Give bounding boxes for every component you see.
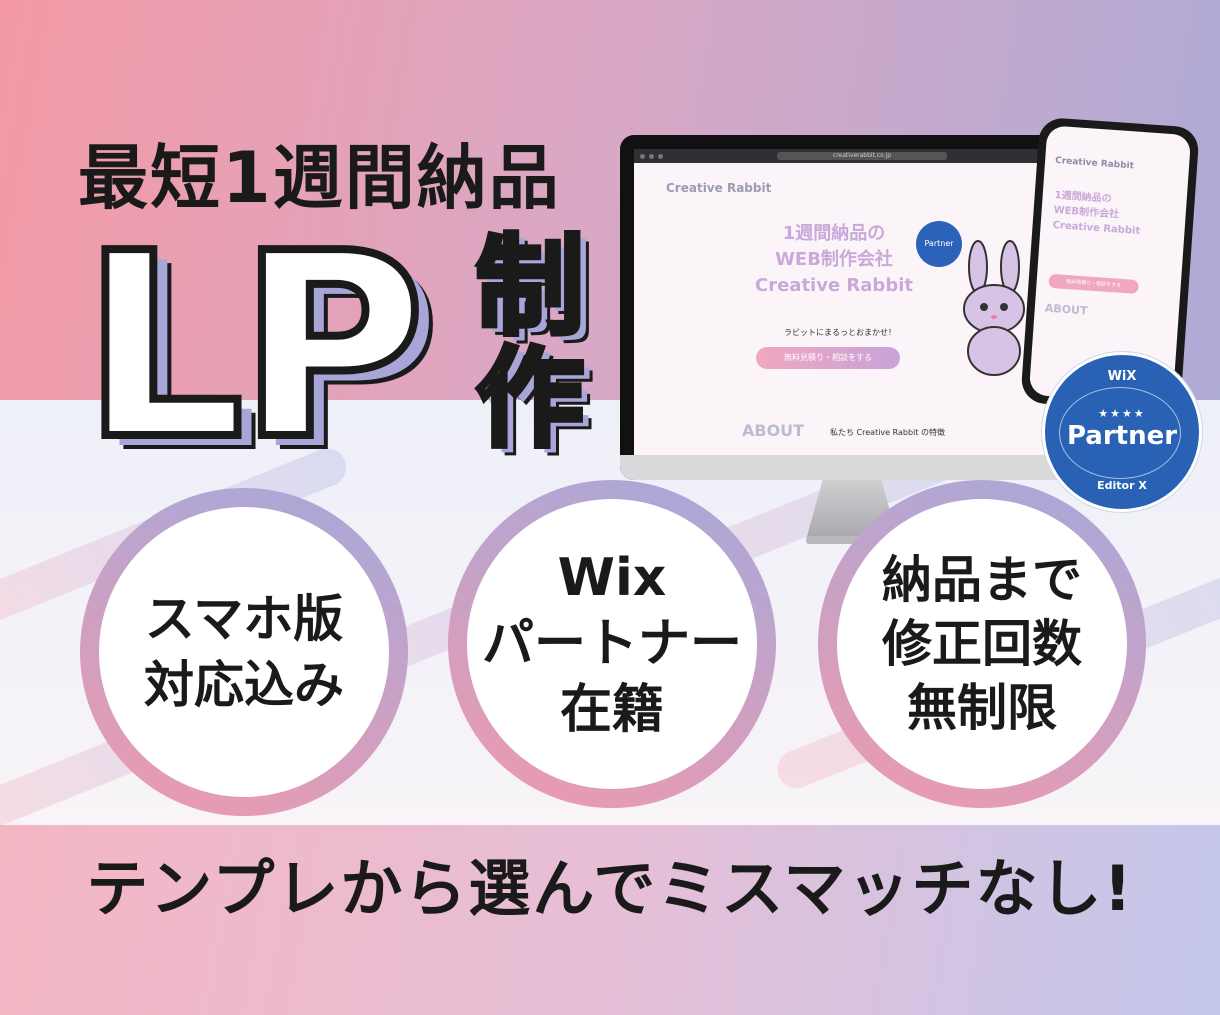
phone-cta-button: 無料見積り・相談をする <box>1048 273 1140 295</box>
feature-circle-inner: 納品まで 修正回数 無制限 <box>837 499 1127 789</box>
badge-inner-ring <box>1059 387 1181 479</box>
headline-lp: LP <box>78 199 429 496</box>
desktop-mockup: creativerabbit.co.jp Creative Rabbit 1週間… <box>620 135 1082 480</box>
headline-top: 最短1週間納品 <box>78 137 561 219</box>
bottom-band <box>0 825 1220 1015</box>
badge-partner-label: Partner <box>1066 421 1178 451</box>
mockup-partner-badge: Partner <box>916 221 962 267</box>
feature-line: スマホ版 <box>144 590 344 648</box>
headline-vertical-char: 制 <box>473 225 586 350</box>
mockup-subtext: ラビットにまるっとおまかせ！ <box>784 328 896 337</box>
feature-line: 無制限 <box>907 679 1057 737</box>
feature-line: 対応込み <box>144 656 344 714</box>
badge-stars-icon: ★★★★ <box>1098 407 1146 420</box>
badge-wix-logo: WiX <box>1107 369 1137 384</box>
headline-vertical: 制 作 <box>470 225 590 462</box>
mockup-hero-line: Creative Rabbit <box>755 275 913 296</box>
mockup-brand: Creative Rabbit <box>666 181 772 195</box>
feature-line: Wix <box>557 548 667 608</box>
mockup-hero-line: 1週間納品の <box>782 223 886 244</box>
phone-hero: 1週間納品の WEB制作会社 Creative Rabbit <box>1052 188 1145 239</box>
mockup-hero: 1週間納品の WEB制作会社 Creative Rabbit <box>744 221 924 299</box>
tagline: テンプレから選んでミスマッチなし! <box>86 852 1134 925</box>
mockup-hero-line: WEB制作会社 <box>775 249 893 270</box>
url-bar: creativerabbit.co.jp <box>777 152 947 160</box>
phone-about-heading: ABOUT <box>1044 301 1088 318</box>
feature-line: パートナー <box>481 614 742 674</box>
headline-vertical-char: 作 <box>473 337 586 462</box>
feature-line: 在籍 <box>559 680 664 740</box>
window-dot-icon <box>649 153 654 159</box>
wix-partner-badge: WiX ★★★★ Partner Editor X <box>1042 352 1202 512</box>
feature-circle-revisions: 納品まで 修正回数 無制限 <box>818 480 1146 808</box>
feature-circle-inner: Wix パートナー 在籍 <box>467 499 757 789</box>
mockup-about-heading: ABOUT <box>742 421 805 440</box>
feature-circle-wix-partner: Wix パートナー 在籍 <box>448 480 776 808</box>
mockup-cta-button: 無料見積り・相談をする <box>756 347 900 369</box>
rabbit-mascot-icon <box>963 240 1025 376</box>
feature-line: 修正回数 <box>882 615 1082 673</box>
monitor-chin <box>620 455 1082 480</box>
window-dot-icon <box>640 153 645 159</box>
browser-bar: creativerabbit.co.jp <box>634 149 1068 163</box>
feature-line: 納品まで <box>882 551 1082 609</box>
desktop-screen: creativerabbit.co.jp Creative Rabbit 1週間… <box>634 149 1068 455</box>
feature-circle-inner: スマホ版 対応込み <box>99 507 389 797</box>
window-dot-icon <box>658 153 663 159</box>
badge-editor-label: Editor X <box>1097 479 1147 492</box>
mockup-about-sub: 私たち Creative Rabbit の特徴 <box>830 428 945 437</box>
feature-circle-smartphone: スマホ版 対応込み <box>80 488 408 816</box>
phone-brand: Creative Rabbit <box>1054 155 1135 172</box>
